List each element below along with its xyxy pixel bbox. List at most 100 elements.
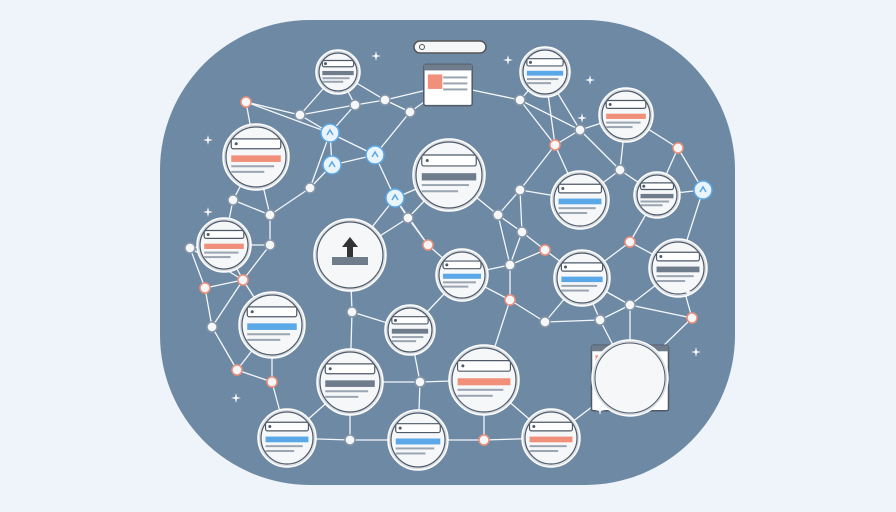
nodes [184, 46, 713, 471]
connection-line [509, 299, 546, 323]
webpage-card-icon [264, 421, 310, 453]
connection-line [211, 326, 238, 371]
small-node [264, 209, 276, 221]
webpage-node [412, 138, 486, 212]
small-node [402, 212, 414, 224]
webpage-node [257, 408, 317, 468]
small-node [478, 434, 490, 446]
small-node [686, 312, 698, 324]
small-node [379, 94, 391, 106]
webpage-card-icon [421, 154, 477, 193]
connection-line [232, 199, 271, 216]
webpage-node [196, 217, 252, 273]
connection-line [236, 369, 273, 383]
small-node [672, 142, 684, 154]
connection-line [189, 247, 206, 289]
sparkle-icon [683, 287, 693, 297]
small-node [514, 184, 526, 196]
webpage-card-icon [639, 182, 675, 207]
small-node [624, 236, 636, 248]
upload-node [313, 218, 387, 292]
small-node [549, 139, 561, 151]
webpage-card-icon [395, 423, 441, 455]
webpage-node [316, 348, 384, 416]
small-node [304, 182, 316, 194]
small-node [614, 164, 626, 176]
webpage-card-icon [560, 262, 604, 292]
webpage-card-icon [457, 360, 512, 397]
small-node [322, 155, 342, 175]
connection-line [497, 214, 511, 266]
small-node [385, 188, 405, 208]
connection-line [269, 187, 311, 216]
connection-line [204, 279, 244, 289]
connection-line [519, 99, 556, 146]
small-node [414, 376, 426, 388]
webpage-card-icon [391, 316, 429, 343]
sparkle-icon [595, 405, 605, 415]
connection-line [299, 104, 356, 116]
small-node [539, 316, 551, 328]
connection-line [519, 99, 581, 131]
connection-line [245, 101, 331, 134]
sparkle-icon [577, 113, 587, 123]
connection-line [211, 279, 244, 328]
chevron-up-icon [328, 160, 336, 168]
sparkle-icon [203, 207, 213, 217]
webpage-card-icon [605, 99, 647, 129]
chevron-up-icon [326, 128, 334, 136]
chevron-up-icon [391, 193, 399, 201]
small-node [227, 194, 239, 206]
webpage-node [648, 238, 708, 298]
connection-line [629, 304, 693, 319]
upload-arrow-icon [332, 237, 368, 265]
small-node [346, 306, 358, 318]
connection-line [544, 319, 601, 323]
small-node [344, 434, 356, 446]
small-node [504, 294, 516, 306]
webpage-node [633, 171, 681, 219]
small-node [184, 242, 196, 254]
small-node [365, 145, 385, 165]
webpage-node [521, 408, 581, 468]
webpage-node [387, 409, 449, 471]
webpage-node [448, 344, 520, 416]
webpage-node [384, 304, 436, 356]
connection-line [509, 231, 523, 266]
webpage-card-icon [230, 138, 282, 173]
webpage-card-icon [246, 306, 298, 341]
chevron-up-icon [699, 185, 707, 193]
chevron-up-icon [371, 150, 379, 158]
browser-window-icon [423, 63, 473, 107]
connection-line [245, 101, 301, 116]
webpage-node [435, 248, 489, 302]
sparkle-icon [231, 393, 241, 403]
webpage-card-icon [321, 59, 355, 83]
sparkle-icon [585, 75, 595, 85]
webpage-card-icon [526, 58, 564, 85]
webpage-card-icon [655, 251, 701, 283]
small-node [594, 314, 606, 326]
small-node [693, 180, 713, 200]
connection-line [519, 144, 556, 191]
small-node [264, 239, 276, 251]
small-node [516, 226, 528, 238]
connection-line [509, 249, 546, 266]
small-node [514, 94, 526, 106]
small-node [206, 321, 218, 333]
small-node [574, 124, 586, 136]
webpage-node [423, 63, 473, 107]
small-node [231, 364, 243, 376]
webpage-node [238, 291, 306, 359]
small-node [294, 109, 306, 121]
webpage-node [590, 339, 670, 417]
sparkle-icon [503, 55, 513, 65]
small-node [624, 299, 636, 311]
small-node [539, 244, 551, 256]
small-node [199, 282, 211, 294]
small-node [422, 239, 434, 251]
webpage-card-icon [557, 183, 603, 215]
small-node [404, 106, 416, 118]
search-bar-icon [413, 40, 487, 54]
connection-line [242, 244, 271, 281]
